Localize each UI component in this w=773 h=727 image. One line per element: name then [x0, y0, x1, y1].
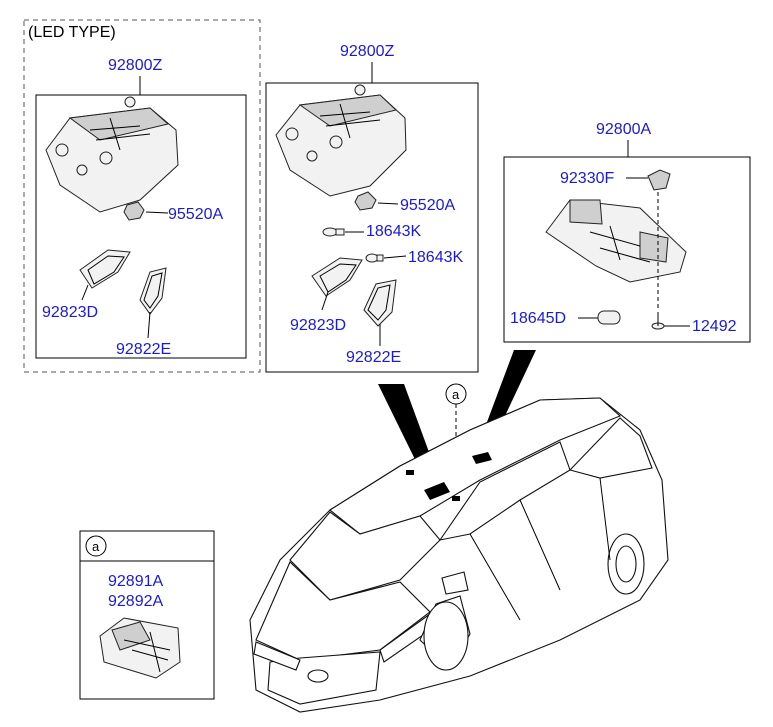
rear-assembly-label[interactable]: 92800A [596, 121, 651, 138]
standard-bulb-socket-drawing [354, 191, 377, 211]
car-marker-top: a [452, 387, 460, 402]
rear-lamp-assembly-drawing [545, 199, 687, 283]
vehicle-drawing [249, 397, 669, 713]
clip-92330F-drawing [647, 169, 671, 191]
led-part-92822E[interactable]: 92822E [116, 341, 171, 358]
car-map-lamp-left [406, 470, 414, 475]
led-lamp-assembly-drawing [45, 96, 179, 213]
led-part-92823D[interactable]: 92823D [42, 304, 98, 321]
standard-part-95520A[interactable]: 95520A [400, 197, 455, 214]
standard-box [265, 82, 479, 373]
led-type-outer-box [23, 19, 261, 373]
led-part-95520A[interactable]: 95520A [168, 206, 223, 223]
bulb-18643K-1-drawing [322, 227, 345, 237]
car-rear-lamp [472, 452, 492, 464]
car-map-lamp-right [452, 496, 460, 501]
detail-part-92892A[interactable]: 92892A [108, 593, 163, 610]
rear-part-12492[interactable]: 12492 [692, 318, 737, 335]
rear-box [503, 156, 751, 343]
detail-a-box [79, 530, 215, 700]
standard-lens-92822E-drawing [363, 279, 397, 327]
standard-lamp-assembly-drawing [275, 84, 407, 197]
car-front-lamp [424, 482, 450, 500]
led-lens-92822E-drawing [139, 267, 167, 315]
led-type-title: (LED TYPE) [28, 24, 116, 41]
standard-part-92822E[interactable]: 92822E [346, 349, 401, 366]
bulb-18643K-2-drawing [365, 253, 384, 263]
led-bulb-socket-drawing [123, 201, 145, 221]
part-18643K-2[interactable]: 18643K [408, 249, 463, 266]
detail-a-marker-circle [85, 535, 107, 557]
bulb-18645D-drawing [597, 310, 621, 325]
detail-part-92891A[interactable]: 92891A [108, 573, 163, 590]
led-assembly-label[interactable]: 92800Z [108, 57, 162, 74]
rear-part-92330F[interactable]: 92330F [560, 170, 614, 187]
standard-assembly-label[interactable]: 92800Z [340, 43, 394, 60]
led-lens-92823D-drawing [79, 249, 131, 289]
standard-lens-92823D-drawing [311, 257, 363, 297]
part-18643K-1[interactable]: 18643K [366, 223, 421, 240]
standard-part-92823D[interactable]: 92823D [290, 317, 346, 334]
map-lamp-drawing [99, 617, 181, 679]
led-inner-box [35, 94, 247, 359]
detail-a-marker: a [92, 539, 100, 554]
rear-part-18645D[interactable]: 18645D [510, 310, 566, 327]
screw-12492-drawing [651, 312, 665, 330]
